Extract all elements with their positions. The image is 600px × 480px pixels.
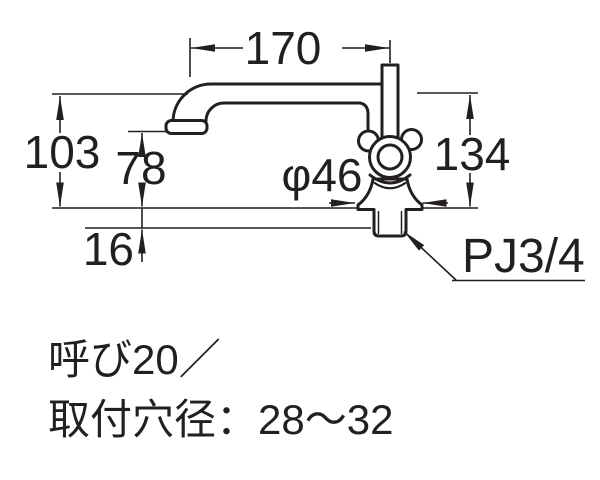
dim-170-label: 170: [245, 22, 322, 74]
dim-16-label: 16: [83, 223, 134, 275]
dimension-134: 134: [434, 95, 511, 207]
dimension-78: 78: [115, 133, 167, 207]
dimension-170: 170: [191, 22, 389, 74]
faucet-body-bell-and-shank: [356, 177, 424, 238]
dimension-103: 103: [24, 96, 101, 207]
spout-inner-contour: [204, 101, 370, 131]
dim-103-label: 103: [24, 126, 101, 178]
valve-collar-inner: [373, 181, 407, 190]
dimension-phi46: φ46: [282, 149, 448, 207]
thread-spec-leader: PJ3/4: [403, 230, 585, 283]
dimension-16: 16: [83, 223, 146, 275]
note-mounting-hole-diameter: 取付穴径：28～32: [48, 396, 393, 443]
reference-lines: [52, 38, 478, 229]
note-nominal-size: 呼び20／: [48, 336, 221, 383]
spec-notes: 呼び20／ 取付穴径：28～32: [48, 336, 393, 443]
spout-outlet-flange: [164, 119, 209, 135]
dim-134-label: 134: [434, 128, 511, 180]
valve-body-inner-circle: [376, 143, 404, 171]
dim-78-label: 78: [115, 142, 166, 194]
faucet-outline: [164, 63, 424, 238]
valve-collar-outer: [368, 173, 412, 185]
dim-phi46-label: φ46: [282, 149, 363, 201]
pj34-leader-arrow: [403, 230, 457, 281]
pj34-label: PJ3/4: [462, 230, 585, 283]
